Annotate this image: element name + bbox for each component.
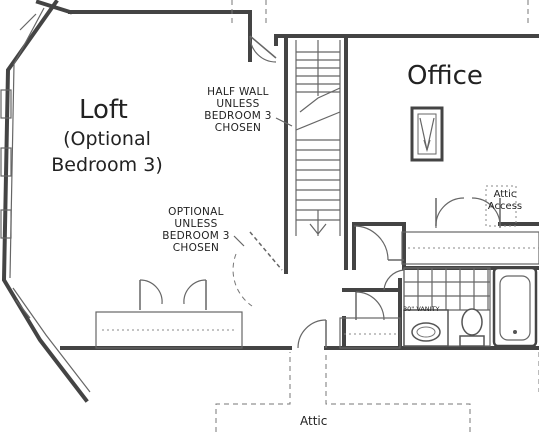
bathroom (403, 266, 538, 348)
doors (139, 35, 501, 349)
attic-outlines (215, 0, 539, 432)
staircase (295, 40, 341, 236)
half-wall-note-line-4: CHOSEN (214, 122, 262, 135)
optional-wall-leader (233, 235, 245, 247)
half-wall-note-line-3: BEDROOM 3 (204, 110, 272, 123)
loft-title: Loft (79, 95, 128, 125)
optional-wall-note-line-4: CHOSEN (172, 242, 220, 255)
half-wall-note-line-2: UNLESS (216, 98, 260, 111)
attic-access-line-2: Access (487, 200, 523, 212)
optional-wall-note-line-3: BEDROOM 3 (162, 230, 230, 243)
attic-access-line-1: Attic (493, 189, 517, 200)
attic-label: Attic (300, 414, 328, 428)
attic-access-hatch (485, 185, 517, 227)
half-wall-note: HALF WALL UNLESS BEDROOM 3 CHOSEN (193, 86, 283, 134)
optional-wall-note-line-2: UNLESS (174, 218, 218, 231)
attic-access-label: Attic Access (482, 189, 528, 212)
windows (0, 13, 37, 319)
optional-wall-note-line-1: OPTIONAL (168, 206, 224, 218)
closets (95, 231, 539, 349)
half-wall-leader (275, 117, 293, 127)
half-wall-note-line-1: HALF WALL (207, 86, 269, 98)
office-window (410, 106, 444, 162)
loft-option-line-1: (Optional (63, 128, 151, 150)
office-title: Office (407, 61, 483, 91)
vanity-label: 30" VANITY (403, 305, 440, 313)
loft-option-label: (Optional Bedroom 3) (44, 127, 170, 178)
loft-option-line-2: Bedroom 3) (51, 153, 163, 176)
optional-wall-note: OPTIONAL UNLESS BEDROOM 3 CHOSEN (152, 206, 240, 254)
